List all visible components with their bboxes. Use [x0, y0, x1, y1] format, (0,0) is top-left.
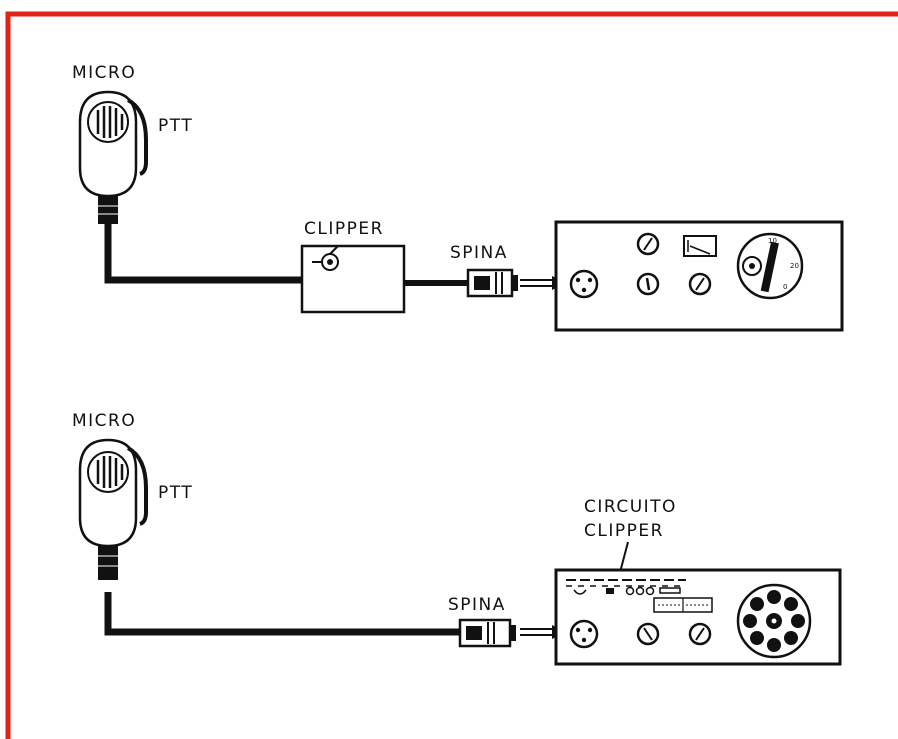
microphone-icon — [78, 90, 148, 224]
svg-text:10: 10 — [768, 237, 777, 245]
bottom-ptt-label: PTT — [158, 483, 193, 503]
knob-bottom-right — [688, 272, 712, 296]
internal-clipper-circuit — [566, 579, 713, 613]
svg-text:20: 20 — [790, 262, 799, 270]
circuit-label-line1: CIRCUITO — [584, 497, 677, 517]
radio-transceiver-icon: 10 20 0 — [554, 220, 844, 332]
mic-socket — [569, 619, 599, 649]
red-frame — [5, 11, 898, 739]
top-setup: MICRO PTT CLIPPER SPINA — [72, 63, 844, 332]
circuit-label-line2: CLIPPER — [584, 521, 664, 541]
svg-text:0: 0 — [783, 283, 787, 291]
bottom-micro-label: MICRO — [72, 411, 136, 431]
top-clipper-label: CLIPPER — [304, 219, 384, 239]
bottom-spina-label: SPINA — [448, 595, 506, 615]
microphone-icon — [78, 438, 148, 580]
top-ptt-label: PTT — [158, 116, 193, 136]
knob-top — [636, 232, 660, 256]
plug-icon — [466, 268, 518, 298]
meter-icon — [683, 235, 717, 257]
top-spina-label: SPINA — [450, 243, 508, 263]
knob-bottom-right — [688, 622, 712, 646]
top-mic-cable — [104, 224, 302, 284]
rotary-dial-icon: 10 20 0 — [736, 232, 804, 300]
plug-icon — [458, 618, 516, 648]
rotary-dial-icon — [736, 583, 812, 659]
knob-bottom-left — [636, 622, 660, 646]
knob-bottom-left — [636, 272, 660, 296]
mic-socket — [569, 269, 599, 299]
clipper-box — [300, 244, 406, 314]
top-micro-label: MICRO — [72, 63, 136, 83]
bottom-mic-cable — [104, 592, 460, 636]
radio-transceiver-icon — [554, 568, 842, 666]
bottom-setup: MICRO PTT SPINA CIRCUITO CLIPPER — [72, 411, 842, 666]
